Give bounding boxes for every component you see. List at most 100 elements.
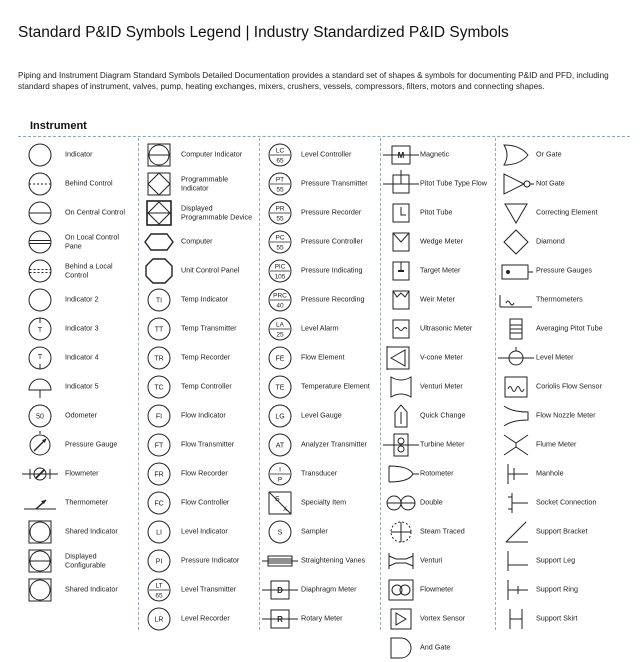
not-gate-icon bbox=[498, 170, 534, 198]
legend-label: Displayed Configurable bbox=[65, 551, 106, 569]
legend-item: Thermometers bbox=[498, 286, 616, 314]
circle-dashline-icon bbox=[22, 170, 58, 198]
and-gate-icon bbox=[383, 634, 419, 662]
legend-label: Averaging Pitot Tube bbox=[536, 323, 603, 333]
legend-label: Quick Change bbox=[420, 410, 466, 420]
legend-label: Flowmeter bbox=[420, 584, 454, 594]
legend-label: On Central Control bbox=[65, 207, 125, 217]
svg-text:M: M bbox=[398, 151, 405, 160]
quick-change-icon bbox=[383, 402, 419, 430]
svg-text:P: P bbox=[278, 477, 282, 484]
svg-text:R: R bbox=[277, 615, 283, 624]
svg-text:FR: FR bbox=[154, 472, 163, 479]
legend-item: TI Temp Indicator bbox=[141, 286, 259, 314]
circle-text-icon: AT bbox=[262, 431, 298, 459]
legend-label: Manhole bbox=[536, 468, 564, 478]
svg-text:40: 40 bbox=[276, 303, 284, 310]
legend-label: Turbine Meter bbox=[420, 439, 465, 449]
svg-text:TR: TR bbox=[154, 356, 163, 363]
legend-label: Level Alarm bbox=[301, 323, 339, 333]
legend-item: Manhole bbox=[498, 460, 616, 488]
box-text-icon: D bbox=[262, 576, 298, 604]
circle-doubleline-icon bbox=[22, 228, 58, 256]
legend-item: Flowmeter bbox=[22, 460, 140, 488]
legend-label: Shared Indicator bbox=[65, 584, 118, 594]
legend-label: Pressure Transmitter bbox=[301, 178, 368, 188]
triangle-down-icon bbox=[498, 199, 534, 227]
wedge-icon bbox=[383, 228, 419, 256]
circle-text-icon: FT bbox=[141, 431, 177, 459]
legend-label: Flow Element bbox=[301, 352, 345, 362]
legend-item: Steam Traced bbox=[383, 518, 501, 546]
svg-text:PC: PC bbox=[275, 235, 284, 242]
legend-item: Pitot Tube Type Flow bbox=[383, 170, 501, 198]
svg-text:FE: FE bbox=[276, 356, 285, 363]
legend-label: Weir Meter bbox=[420, 294, 456, 304]
square-diamond-icon bbox=[141, 170, 177, 198]
legend-label: Flow Nozzle Meter bbox=[536, 410, 596, 420]
pitot-flow-icon bbox=[383, 170, 419, 198]
legend-label: Flume Meter bbox=[536, 439, 577, 449]
rotometer-icon bbox=[383, 460, 419, 488]
svg-text:FC: FC bbox=[154, 501, 163, 508]
svg-text:50: 50 bbox=[36, 414, 44, 421]
legend-item: Ultrasonic Meter bbox=[383, 315, 501, 343]
legend-item: Displayed Configurable bbox=[22, 547, 140, 575]
circle-text-icon: LI bbox=[141, 518, 177, 546]
legend-label: Level Controller bbox=[301, 149, 352, 159]
svg-text:PT: PT bbox=[276, 177, 284, 184]
circle-text-icon: TR bbox=[141, 344, 177, 372]
legend-label: Indicator 5 bbox=[65, 381, 99, 391]
legend-item: Shared Indicator bbox=[22, 576, 140, 604]
svg-text:D: D bbox=[277, 586, 283, 595]
legend-item: Pitot Tube bbox=[383, 199, 501, 227]
support-ring-icon bbox=[498, 576, 534, 604]
legend-label: Temperature Element bbox=[301, 381, 370, 391]
svg-text:55: 55 bbox=[276, 216, 284, 223]
svg-text:TI: TI bbox=[156, 298, 162, 305]
octagon-icon bbox=[141, 257, 177, 285]
legend-label: Support Ring bbox=[536, 584, 578, 594]
legend-item: Venturi Meter bbox=[383, 373, 501, 401]
legend-label: Diaphragm Meter bbox=[301, 584, 357, 594]
hexagon-icon bbox=[141, 228, 177, 256]
legend-label: Pressure Indicating bbox=[301, 265, 363, 275]
legend-label: Level Transmitter bbox=[181, 584, 237, 594]
legend-item: D Diaphragm Meter bbox=[262, 576, 380, 604]
legend-label: Diamond bbox=[536, 236, 565, 246]
legend-item: Indicator 5 bbox=[22, 373, 140, 401]
circle-text-icon: TI bbox=[141, 286, 177, 314]
flume-icon bbox=[498, 431, 534, 459]
legend-item: Indicator bbox=[22, 141, 140, 169]
legend-item: Socket Connection bbox=[498, 489, 616, 517]
legend-label: Temp Indicator bbox=[181, 294, 229, 304]
legend-item: Or Gate bbox=[498, 141, 616, 169]
legend-label: Double bbox=[420, 497, 443, 507]
circle-text-icon: FE bbox=[262, 344, 298, 372]
column-separator bbox=[495, 138, 496, 630]
legend-item: TR Temp Recorder bbox=[141, 344, 259, 372]
legend-label: Wedge Meter bbox=[420, 236, 464, 246]
square-circle-icon bbox=[22, 576, 58, 604]
column-separator bbox=[380, 138, 381, 630]
svg-text:LG: LG bbox=[275, 414, 284, 421]
legend-item: Indicator 2 bbox=[22, 286, 140, 314]
legend-label: Target Meter bbox=[420, 265, 461, 275]
semicircle-icon bbox=[22, 373, 58, 401]
legend-item: Double bbox=[383, 489, 501, 517]
legend-item: Level Meter bbox=[498, 344, 616, 372]
legend-label: Temp Recorder bbox=[181, 352, 231, 362]
diamond-icon bbox=[498, 228, 534, 256]
svg-text:LA: LA bbox=[276, 322, 285, 329]
legend-label: Odometer bbox=[65, 410, 97, 420]
legend-item: Straightening Vanes bbox=[262, 547, 380, 575]
legend-label: Venturi Meter bbox=[420, 381, 463, 391]
legend-label: Programmable Indicator bbox=[181, 174, 229, 192]
svg-text:LC: LC bbox=[276, 148, 285, 155]
